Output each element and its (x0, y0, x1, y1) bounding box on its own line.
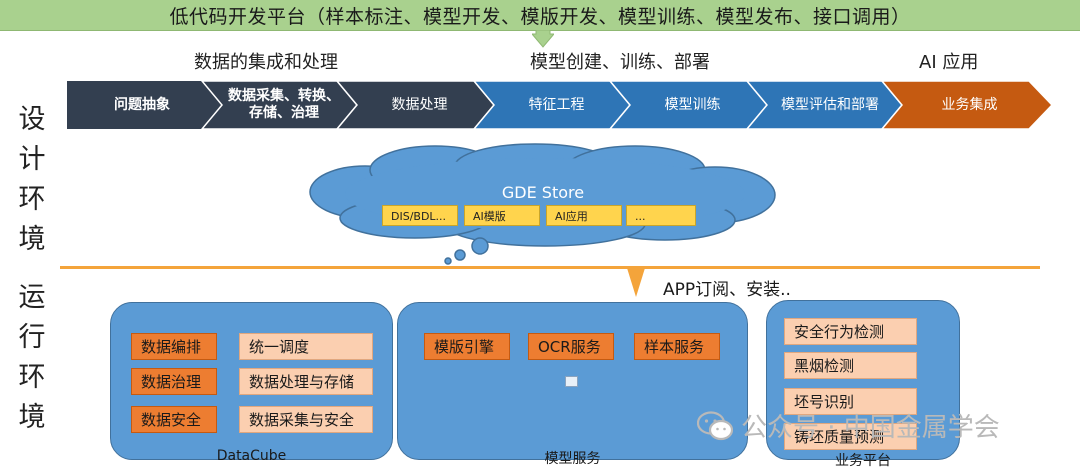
step-model-training: 模型训练 (664, 96, 721, 113)
runtime-char-1: 运 (18, 282, 46, 313)
step-shape-7 (881, 81, 1052, 129)
step-data-collection: 数据采集、转换、 存储、治理 (219, 81, 349, 129)
datacube-unified-scheduling: 统一调度 (239, 333, 373, 360)
datacube-caption: DataCube (216, 448, 287, 464)
step-shape-3 (336, 81, 495, 129)
runtime-char-4: 境 (18, 402, 46, 433)
business-quality-prediction: 铸坯质量预测 (784, 423, 917, 450)
app-subscribe-note: APP订阅、安装.. (663, 280, 791, 300)
business-smoke-detection: 黑烟检测 (784, 352, 917, 379)
phase-model-title: 模型创建、训练、部署 (530, 52, 710, 73)
gde-store-title: GDE Store (501, 183, 585, 202)
step-data-collection-line2: 存储、治理 (249, 105, 319, 121)
store-item-ai-template: AI模版 (464, 205, 540, 226)
step-shape-6 (746, 81, 903, 129)
step-problem-abstraction: 问题抽象 (114, 96, 170, 113)
phase-data-title: 数据的集成和处理 (194, 52, 338, 73)
step-model-evaluation-deploy: 模型评估和部署 (781, 96, 879, 113)
model-service-sample: 样本服务 (634, 333, 720, 360)
wechat-icon (697, 410, 733, 440)
design-char-3: 环 (18, 184, 46, 215)
store-item-more: ... (626, 205, 696, 226)
install-down-arrow (627, 268, 645, 297)
process-flow: 问题抽象 数据采集、转换、 存储、治理 数据处理 特征工程 模型训练 模型评估和… (67, 81, 1052, 129)
process-flow-shapes (67, 81, 1052, 129)
watermark: 公众号 · 中国金属学会 (697, 407, 1000, 444)
step-shape-1 (67, 81, 222, 129)
image-placeholder-icon (565, 376, 578, 387)
step-data-collection-line1: 数据采集、转换、 (228, 88, 340, 104)
banner-title: 低代码开发平台（样本标注、模型开发、模版开发、模型训练、模型发布、接口调用） (169, 5, 911, 28)
step-shape-4 (473, 81, 631, 129)
runtime-environment-label: 运 行 环 境 (12, 278, 52, 438)
datacube-data-security: 数据安全 (131, 406, 217, 433)
runtime-char-2: 行 (18, 322, 46, 353)
step-business-integration: 业务集成 (941, 96, 998, 113)
environment-divider (60, 266, 1040, 269)
watermark-text: 公众号 · 中国金属学会 (741, 413, 1000, 443)
store-item-dis-bdl: DIS/BDL... (382, 205, 458, 226)
design-char-2: 计 (18, 144, 46, 175)
datacube-data-orchestration: 数据编排 (131, 333, 217, 360)
runtime-char-3: 环 (18, 362, 46, 393)
datacube-processing-storage: 数据处理与存储 (239, 368, 373, 395)
store-item-ai-app: AI应用 (546, 205, 622, 226)
step-shape-5 (609, 81, 768, 129)
design-char-4: 境 (18, 224, 46, 255)
phase-app-title: AI 应用 (919, 52, 979, 73)
step-data-processing: 数据处理 (391, 96, 448, 113)
business-safety-detection: 安全行为检测 (784, 318, 917, 345)
model-service-template-engine: 模版引擎 (424, 333, 510, 360)
platform-banner: 低代码开发平台（样本标注、模型开发、模版开发、模型训练、模型发布、接口调用） (0, 0, 1080, 31)
gde-store-cloud (309, 143, 776, 265)
datacube-data-governance: 数据治理 (131, 368, 217, 395)
step-feature-engineering: 特征工程 (528, 96, 585, 113)
business-platform-caption: 业务平台 (835, 453, 891, 469)
design-char-1: 设 (18, 104, 46, 135)
design-environment-label: 设 计 环 境 (12, 100, 52, 260)
model-service-caption: 模型服务 (544, 451, 601, 467)
datacube-collection-security: 数据采集与安全 (239, 406, 373, 433)
step-shape-2 (201, 81, 358, 129)
business-billet-id: 坯号识别 (784, 388, 917, 415)
model-service-ocr: OCR服务 (528, 333, 614, 360)
banner-down-arrow (532, 30, 554, 48)
